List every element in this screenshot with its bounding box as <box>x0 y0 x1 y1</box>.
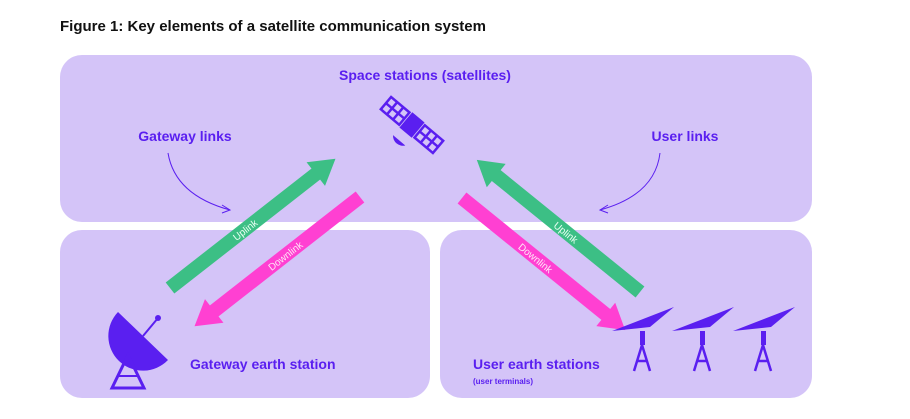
gateway-station-label: Gateway earth station <box>190 356 336 372</box>
gateway-dish-icon <box>108 312 168 390</box>
user-stations-label: User earth stations <box>473 356 600 372</box>
user-links-label: User links <box>652 128 719 144</box>
user-panel <box>440 230 812 398</box>
gateway-links-pointer-icon <box>167 152 231 211</box>
user-stations-sublabel: (user terminals) <box>473 377 533 386</box>
user-terminal-icon <box>672 307 734 372</box>
satellite-icon <box>379 95 445 155</box>
gateway-panel <box>60 230 430 398</box>
figure-title: Figure 1: Key elements of a satellite co… <box>60 18 486 35</box>
user-terminal-icon <box>612 307 674 372</box>
gateway-links-label: Gateway links <box>138 128 232 144</box>
user-links-pointer-icon <box>599 152 661 211</box>
user-terminal-icon <box>733 307 795 372</box>
space-label: Space stations (satellites) <box>339 67 511 83</box>
